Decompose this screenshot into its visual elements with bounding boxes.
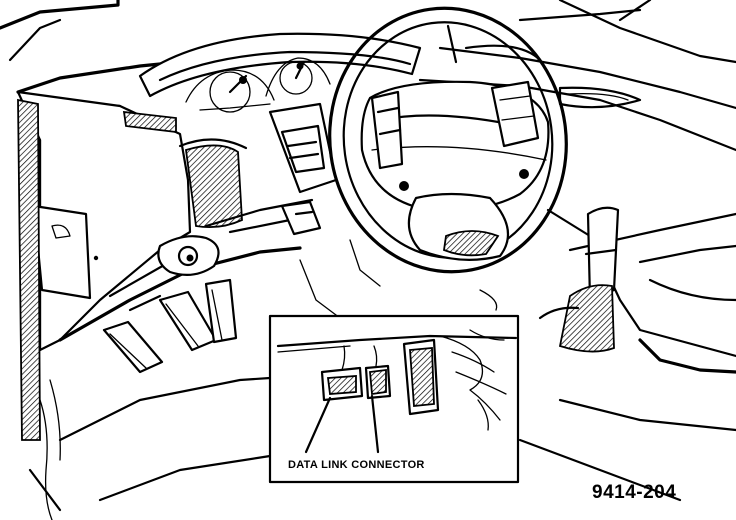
gear-shifter — [538, 206, 620, 353]
inset-label: DATA LINK CONNECTOR — [288, 459, 425, 471]
pedals — [102, 278, 238, 374]
instrument-cluster — [138, 32, 422, 113]
center-console — [546, 208, 736, 374]
figure-number: 9414-204 — [592, 482, 676, 503]
left-wiring — [39, 379, 61, 520]
lower-dash — [58, 198, 314, 342]
steering-column — [268, 102, 338, 236]
inset-detail — [268, 314, 520, 484]
left-dash-panel — [16, 90, 248, 441]
steering-wheel — [328, 6, 568, 274]
floor-lines — [28, 239, 736, 512]
windshield-frame — [0, 0, 736, 64]
